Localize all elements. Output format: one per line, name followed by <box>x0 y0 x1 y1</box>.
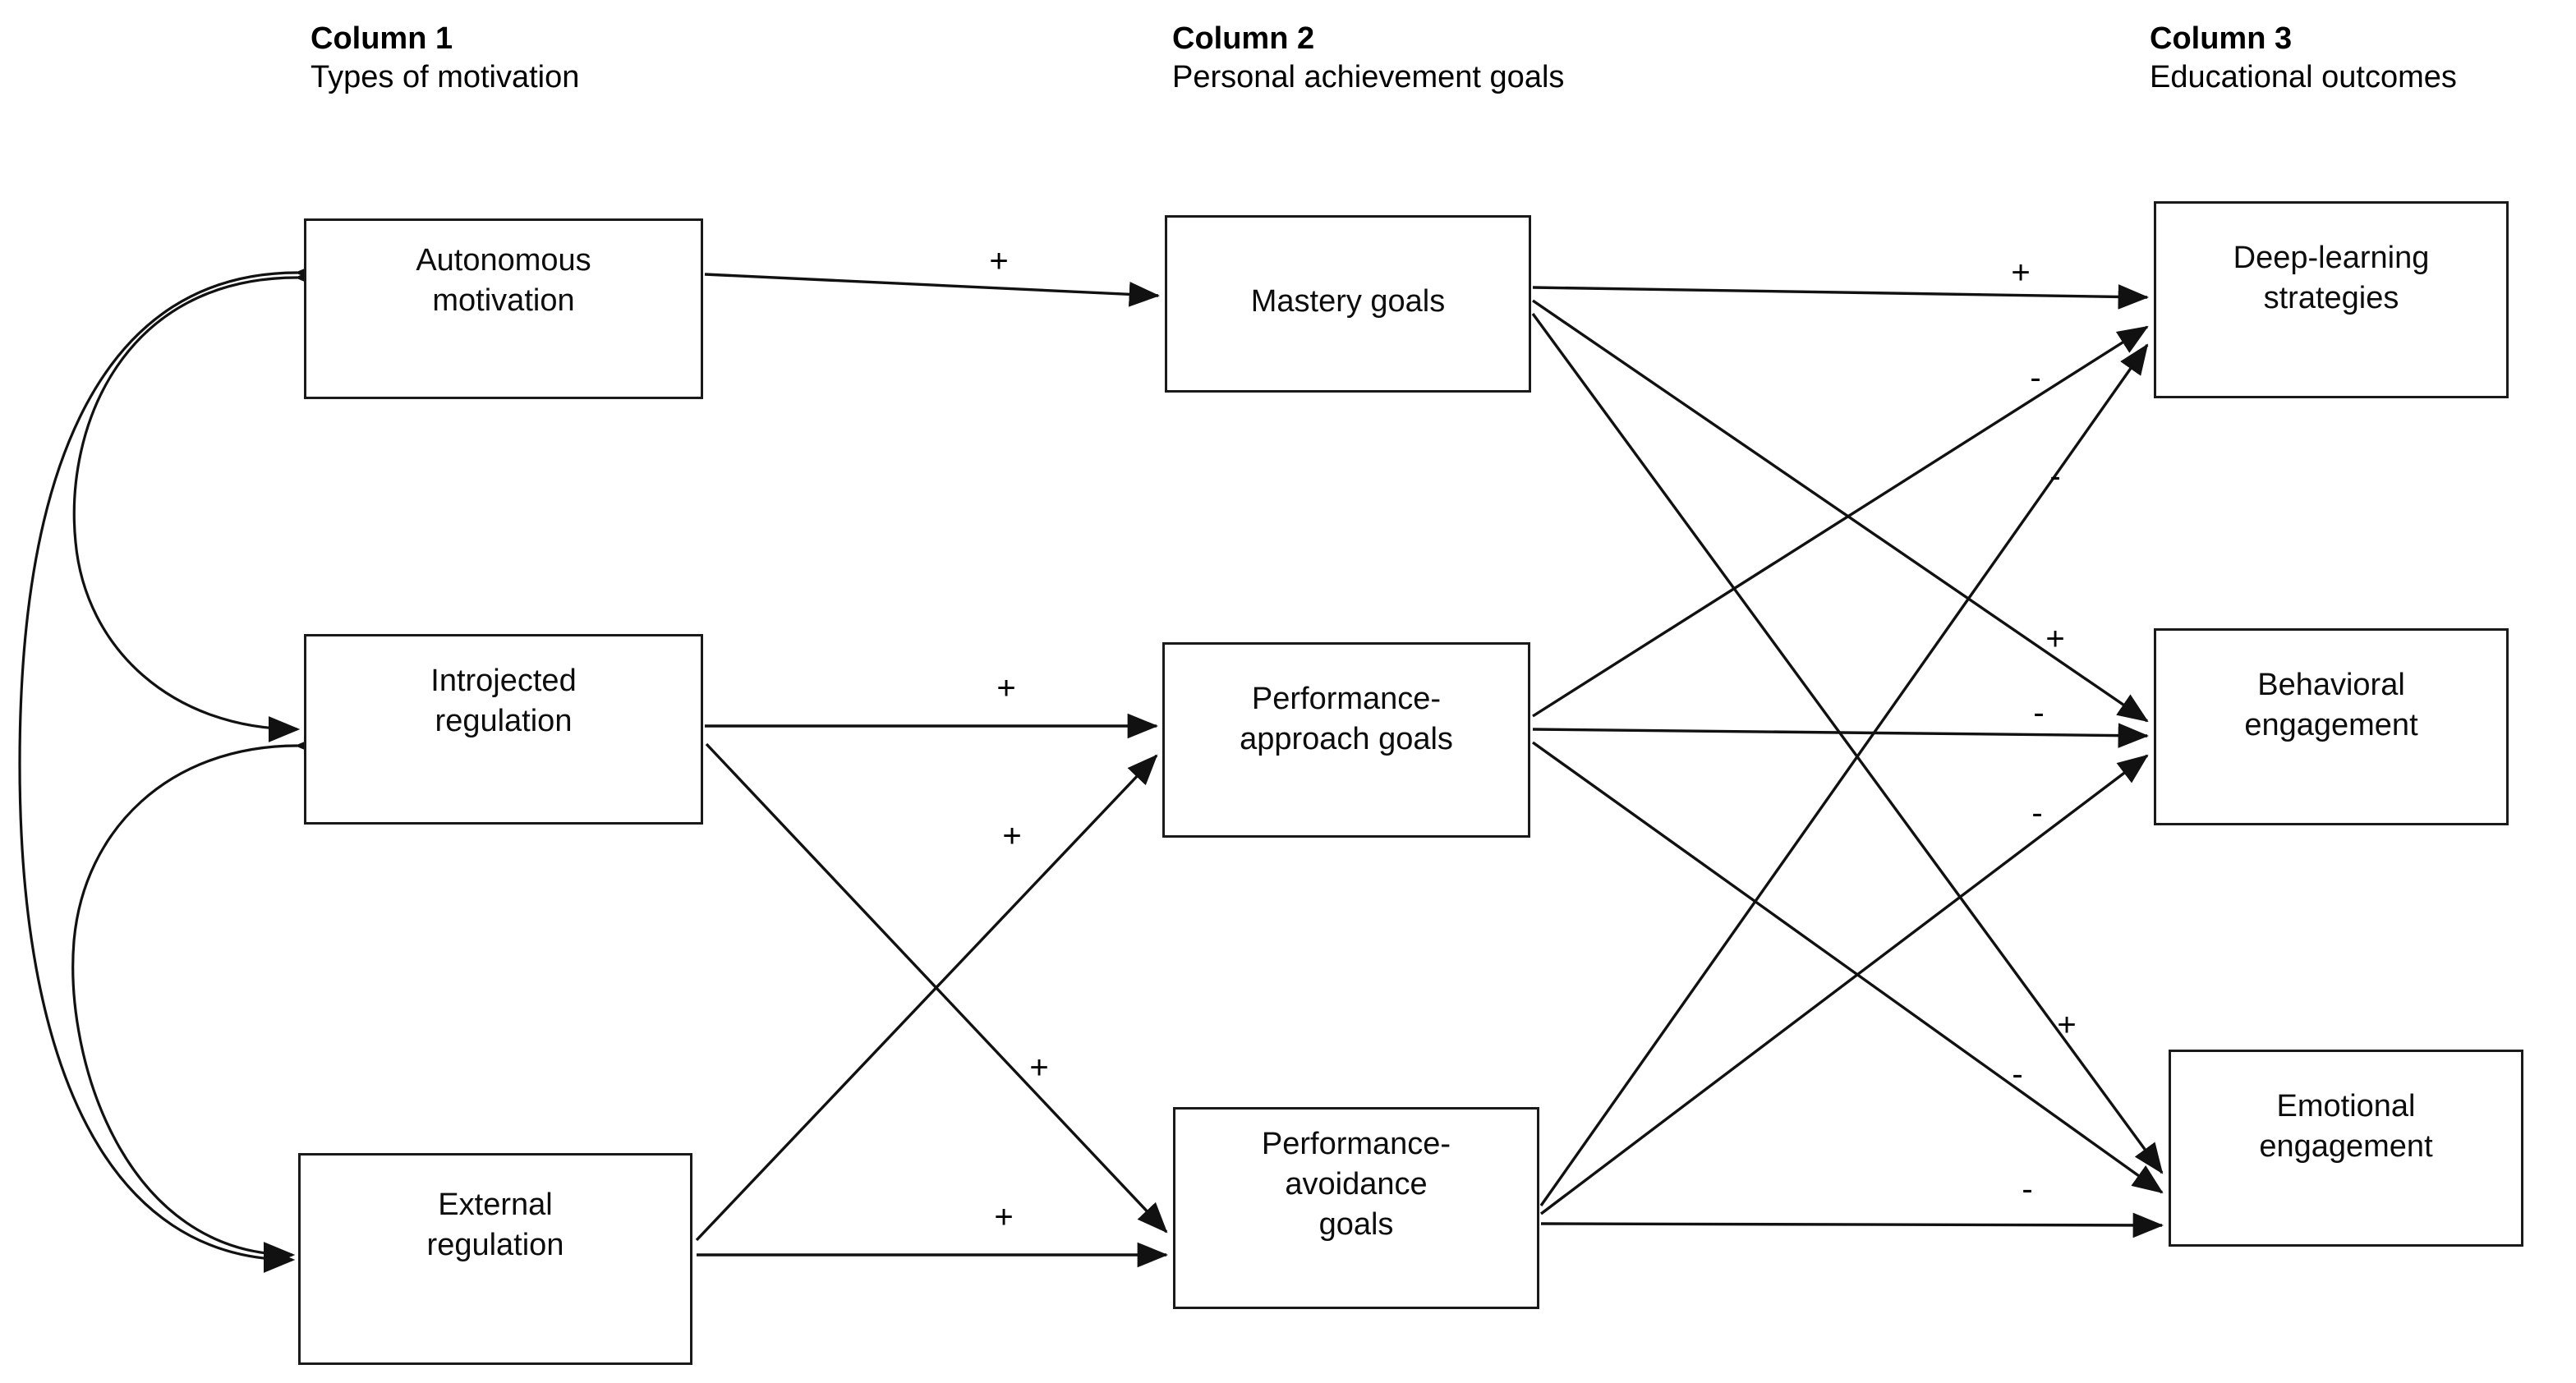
correlation-arc-intro-ext <box>71 732 327 1268</box>
edge-sign-papproach-deeplearn: - <box>2030 360 2041 396</box>
node-label: Introjected regulation <box>430 664 577 738</box>
edge-sign-pavoidance-behavioral: - <box>2031 795 2043 831</box>
edge-sign-ext-papproach: + <box>1002 818 1022 854</box>
edge-mastery-deeplearn <box>1532 284 2150 310</box>
node-label: Performance- approach goals <box>1240 682 1453 756</box>
edge-sign-mastery-emotional: + <box>2057 1007 2077 1043</box>
edge-sign-pavoidance-deeplearn: - <box>2049 458 2061 494</box>
column-heading-1: Column 1 Types of motivation <box>310 20 579 97</box>
edge-sign-mastery-behavioral: + <box>2045 621 2065 657</box>
node-label: Deep-learning strategies <box>2233 241 2430 315</box>
node-behavioral[interactable]: Behavioral engagement <box>2154 628 2509 825</box>
edge-sign-papproach-behavioral: - <box>2033 695 2045 731</box>
column-heading-2: Column 2 Personal achievement goals <box>1172 20 1564 97</box>
node-emotional[interactable]: Emotional engagement <box>2169 1050 2523 1247</box>
correlation-arc-auto-ext-outer <box>18 259 327 1273</box>
node-label: Mastery goals <box>1250 284 1446 319</box>
edge-mastery-emotional <box>1531 312 2164 1174</box>
node-label: Emotional engagement <box>2259 1089 2433 1164</box>
node-introjected[interactable]: Introjected regulation <box>304 634 703 825</box>
column-heading-3: Column 3 Educational outcomes <box>2150 20 2457 97</box>
column-heading-subtitle: Types of motivation <box>310 60 580 94</box>
edge-sign-papproach-emotional: - <box>2012 1056 2023 1092</box>
column-heading-title: Column 1 <box>310 21 453 56</box>
node-autonomous[interactable]: Autonomous motivation <box>304 218 703 399</box>
edge-papproach-emotional <box>1532 741 2164 1194</box>
edge-pavoidance-behavioral <box>1539 754 2149 1215</box>
column-heading-subtitle: Personal achievement goals <box>1172 60 1565 94</box>
node-label: Behavioral engagement <box>2244 668 2418 742</box>
edge-papproach-behavioral <box>1532 723 2150 748</box>
edge-sign-ext-pavoidance: + <box>994 1199 1014 1235</box>
edge-sign-auto-mastery: + <box>989 243 1009 279</box>
node-label: Autonomous motivation <box>416 243 591 318</box>
edge-pavoidance-deeplearn <box>1539 343 2149 1206</box>
edge-sign-intro-papproach: + <box>996 670 1016 706</box>
node-pavoidance[interactable]: Performance- avoidance goals <box>1173 1107 1539 1309</box>
node-deeplearn[interactable]: Deep-learning strategies <box>2154 201 2509 398</box>
edge-papproach-deeplearn <box>1532 325 2149 718</box>
column-heading-subtitle: Educational outcomes <box>2150 60 2457 94</box>
correlation-arc-layer <box>18 259 327 1273</box>
edge-auto-mastery <box>704 273 1161 307</box>
edge-mastery-behavioral <box>1532 299 2149 723</box>
edge-sign-pavoidance-emotional: - <box>2022 1171 2033 1207</box>
edge-pavoidance-emotional <box>1540 1212 2164 1238</box>
path-edge-layer <box>695 273 2164 1268</box>
node-external[interactable]: External regulation <box>298 1153 692 1365</box>
node-label: Performance- avoidance goals <box>1261 1127 1451 1242</box>
column-heading-title: Column 3 <box>2150 21 2293 56</box>
node-label: External regulation <box>426 1188 564 1262</box>
correlation-arc-auto-intro <box>72 264 327 742</box>
node-mastery[interactable]: Mastery goals <box>1165 215 1531 393</box>
node-papproach[interactable]: Performance- approach goals <box>1162 642 1530 838</box>
edge-sign-intro-pavoidance: + <box>1029 1050 1049 1086</box>
edge-sign-mastery-deeplearn: + <box>2011 255 2031 291</box>
column-heading-title: Column 2 <box>1172 21 1315 56</box>
edge-ext-papproach <box>695 754 1158 1242</box>
